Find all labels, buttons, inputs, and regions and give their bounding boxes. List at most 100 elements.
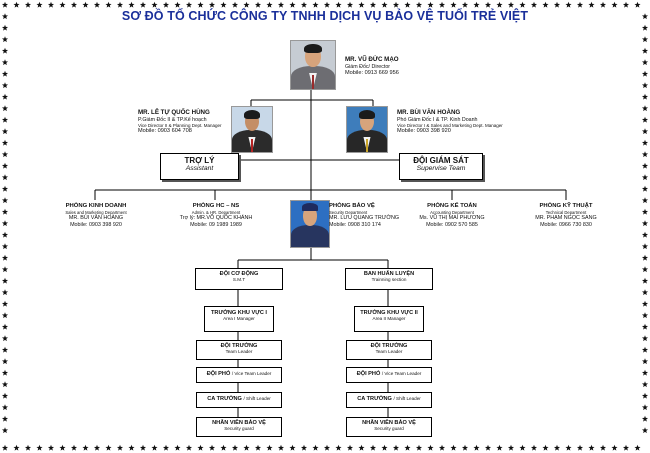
border-star (162, 1, 170, 8)
border-star (1, 300, 9, 307)
deputy-left-mobile: Mobile: 0903 604 708 (138, 128, 192, 135)
vice-leader-left-box: ĐỘI PHÓ / Vice Team Leader (196, 367, 282, 383)
border-star (185, 1, 193, 8)
dept-security: PHÒNG BẢO VỆ Security Department MR. LƯU… (329, 203, 419, 228)
border-star (59, 1, 66, 8)
border-star (1, 47, 9, 54)
border-star (36, 1, 43, 8)
border-star (641, 36, 649, 43)
director-name: MR. VŨ ĐỨC MẠO (345, 56, 399, 63)
border-star (197, 444, 204, 451)
border-star (1, 220, 9, 227)
shift-leader-left-box: CA TRƯỞNG / Shift Leader (196, 392, 282, 408)
border-star (243, 1, 250, 8)
border-star (346, 1, 354, 8)
area-1-label: TRƯỞNG KHU VỰC I (210, 310, 267, 316)
border-star (565, 444, 572, 451)
border-star (622, 1, 630, 8)
border-star (1, 289, 9, 296)
border-star (220, 444, 227, 451)
border-star (1, 346, 9, 353)
border-star (1, 444, 9, 451)
border-star (128, 1, 135, 8)
dept-person: MR. BÙI VĂN HOÀNG (68, 215, 124, 222)
supervise-title: ĐỘI GIÁM SÁT (413, 156, 469, 165)
border-star (105, 1, 112, 8)
border-star (289, 444, 296, 451)
border-star (641, 208, 649, 215)
border-star (507, 444, 515, 451)
guard-right-label: NHÂN VIÊN BẢO VỆ (362, 420, 416, 426)
border-star (128, 444, 135, 451)
border-star (323, 444, 331, 451)
dept-role-en: Sales and Marketing Department (65, 209, 127, 215)
border-star (641, 277, 649, 284)
border-star (553, 1, 561, 8)
border-star (641, 139, 649, 146)
border-star (1, 266, 9, 273)
border-star (208, 1, 216, 8)
border-star (404, 444, 411, 451)
director-photo (290, 40, 336, 90)
border-star (641, 392, 649, 399)
page-title: SƠ ĐỒ TỔ CHỨC CÔNG TY TNHH DỊCH VỤ BẢO V… (121, 9, 529, 23)
border-star (641, 231, 649, 238)
deputy-right-role: Phó Giám Đốc I & TP. Kinh Doanh (397, 116, 478, 123)
team-leader-right-en: Team Leader (375, 349, 403, 355)
border-star (1, 162, 9, 169)
border-star (82, 1, 89, 8)
dept-role-en: Technical Department (545, 209, 587, 215)
vice-leader-right-box: ĐỘI PHÓ / Vice Team Leader (346, 367, 432, 383)
border-star (369, 1, 377, 8)
border-star (484, 444, 492, 451)
assistant-box: TRỢ LÝ Assistant (160, 153, 239, 180)
dept-mobile: Mobile: 0966 730 830 (540, 221, 592, 228)
shift-leader-right-box: CA TRƯỞNG / Shift Leader (346, 392, 432, 408)
border-star (369, 444, 377, 451)
area-1-en: Area I Manager (223, 316, 255, 322)
border-star (174, 444, 181, 451)
border-star (105, 444, 112, 451)
border-star (254, 1, 262, 8)
guard-left-en: Security guard (224, 426, 254, 432)
border-star (461, 444, 469, 451)
border-star (300, 444, 308, 451)
border-star (641, 254, 649, 261)
border-star (641, 105, 649, 112)
deputy-left-role-en: Vice Director II & Planning Dept. Manage… (138, 123, 222, 129)
border-star (1, 208, 9, 215)
border-star (519, 1, 526, 8)
border-star (1, 174, 9, 181)
supervise-subtitle: Supervise Team (416, 165, 466, 172)
border-star (641, 381, 649, 388)
dept-name: PHÒNG HC – NS (192, 203, 240, 209)
border-star (1, 231, 9, 238)
border-star (116, 444, 124, 451)
area-2-box: TRƯỞNG KHU VỰC II Area II Manager (354, 306, 424, 332)
border-star (641, 346, 649, 353)
border-star (312, 444, 319, 451)
border-star (1, 277, 9, 284)
border-star (1, 105, 9, 112)
border-star (151, 444, 158, 451)
border-star (473, 1, 480, 8)
border-star (641, 59, 649, 66)
border-star (565, 1, 572, 8)
border-star (1, 323, 9, 330)
deputy-left-info: MR. LÊ TỰ QUỐC HÙNG P.Giám Đốc II & TP.K… (138, 109, 238, 135)
border-star (641, 151, 649, 158)
deputy-left-name: MR. LÊ TỰ QUỐC HÙNG (138, 109, 210, 116)
border-star (323, 1, 331, 8)
area-2-label: TRƯỞNG KHU VỰC II (360, 310, 418, 316)
border-star (496, 1, 503, 8)
border-star (427, 444, 434, 451)
border-star (641, 312, 649, 319)
border-star (611, 444, 618, 451)
director-mobile: Mobile: 0913 669 956 (345, 70, 399, 77)
border-star (599, 444, 607, 451)
dept-mobile: Mobile: 0902 570 585 (426, 221, 478, 228)
border-star (1, 243, 9, 250)
border-star (1, 427, 9, 434)
border-star (641, 82, 649, 89)
